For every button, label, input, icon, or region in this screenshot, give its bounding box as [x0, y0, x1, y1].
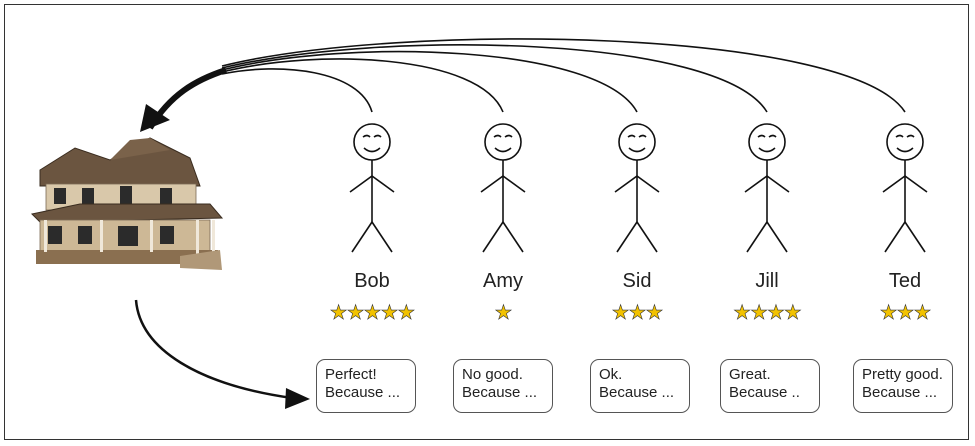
- arc-bob: [221, 68, 373, 113]
- review-box: No good.Because ...: [453, 359, 553, 413]
- person-name: Ted: [888, 270, 922, 292]
- stick-figure-icon: [744, 123, 790, 253]
- review-line-1: Ok.: [599, 366, 623, 383]
- review-box: Pretty good.Because ...: [853, 359, 953, 413]
- stick-figure-icon: [480, 123, 526, 253]
- star-rating: ★★★: [611, 302, 663, 324]
- house-icon: [30, 137, 224, 270]
- arrow-to-reviews-head: [285, 388, 310, 409]
- review-line-2: Because ...: [325, 384, 401, 401]
- person-bob: Bob ★★★★★: [302, 0, 442, 330]
- person-jill: Jill ★★★★: [697, 0, 837, 330]
- review-line-1: Perfect!: [325, 366, 377, 383]
- arc-amy: [221, 58, 504, 113]
- arrow-to-reviews: [134, 299, 293, 400]
- person-name: Jill: [755, 270, 779, 292]
- person-amy: Amy ★: [433, 0, 573, 330]
- review-line-2: Because ..: [729, 384, 800, 401]
- review-line-2: Because ...: [599, 384, 675, 401]
- stick-figure-icon: [349, 123, 395, 253]
- review-box: Perfect!Because ...: [316, 359, 416, 413]
- person-name: Sid: [622, 270, 652, 292]
- review-line-1: No good.: [462, 366, 523, 383]
- stick-figures: [349, 123, 928, 253]
- stick-figure-icon: [614, 123, 660, 253]
- review-box: Ok.Because ...: [590, 359, 690, 413]
- review-box: Great.Because ..: [720, 359, 820, 413]
- arrow-to-house-head: [140, 104, 170, 132]
- review-line-1: Pretty good.: [862, 366, 943, 383]
- person-name: Amy: [483, 270, 523, 292]
- review-line-2: Because ...: [462, 384, 538, 401]
- person-sid: Sid ★★★: [567, 0, 707, 330]
- stick-figure-icon: [882, 123, 928, 253]
- person-name: Bob: [354, 270, 390, 292]
- person-ted: Ted ★★★: [835, 0, 975, 330]
- star-rating: ★★★★: [733, 302, 802, 324]
- star-rating: ★: [494, 302, 513, 324]
- arc-sid: [221, 50, 638, 113]
- review-line-2: Because ...: [862, 384, 938, 401]
- feedback-arcs: [221, 38, 906, 113]
- arc-ted: [221, 38, 906, 113]
- star-rating: ★★★★★: [329, 302, 415, 324]
- arc-jill: [221, 44, 768, 113]
- review-line-1: Great.: [729, 366, 771, 383]
- star-rating: ★★★: [879, 302, 931, 324]
